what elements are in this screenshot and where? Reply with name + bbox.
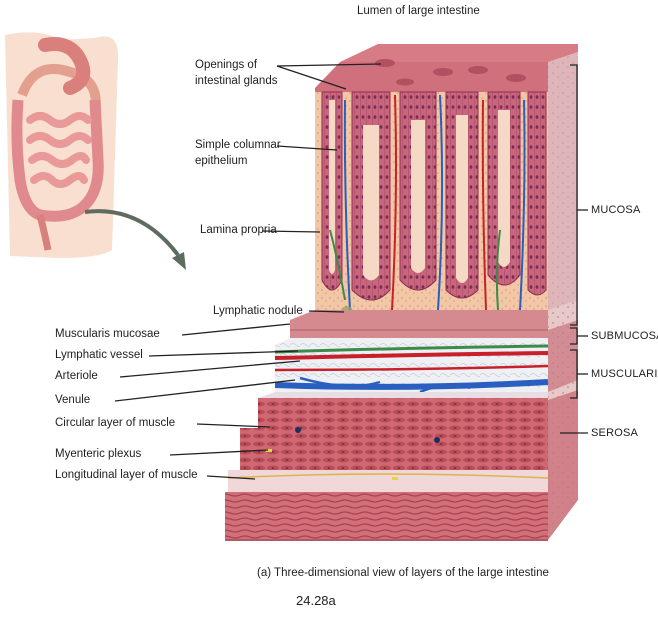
body-inset (5, 32, 119, 258)
figure-caption: (a) Three-dimensional view of layers of … (257, 567, 549, 579)
label-lymphatic-nodule: Lymphatic nodule (213, 305, 303, 317)
muscularis-mucosae (290, 310, 548, 338)
label-circular-muscle: Circular layer of muscle (55, 417, 176, 429)
label-openings-line2: intestinal glands (195, 75, 278, 87)
layer-brackets (560, 64, 588, 434)
submucosa-layer (274, 338, 549, 394)
label-submucosa: SUBMUCOSA (591, 330, 658, 342)
block-side-face (548, 52, 578, 540)
label-serosa: SEROSA (591, 427, 639, 439)
label-muscularis: MUSCULARIS (591, 368, 658, 380)
label-myenteric-plexus: Myenteric plexus (55, 448, 142, 460)
label-lymphatic-vessel: Lymphatic vessel (55, 349, 143, 361)
curved-arrow-icon (84, 209, 186, 270)
label-lumen: Lumen of large intestine (357, 5, 480, 17)
label-arteriole: Arteriole (55, 370, 98, 382)
figure-number: 24.28a (296, 593, 336, 608)
mucosa-layer (315, 91, 548, 328)
lumen-surface (315, 44, 578, 95)
label-simple-columnar-line1: Simple columnar (195, 139, 281, 151)
label-simple-columnar-line2: epithelium (195, 155, 248, 167)
circular-muscle-layer (240, 392, 548, 470)
label-lamina-propria: Lamina propria (200, 224, 277, 236)
longitudinal-muscle-layer (225, 449, 549, 540)
label-openings-line1: Openings of (195, 59, 258, 71)
label-muscularis-mucosae: Muscularis mucosae (55, 328, 160, 340)
label-longitudinal-muscle: Longitudinal layer of muscle (55, 469, 198, 481)
leader-lines (114, 63, 382, 480)
label-venule: Venule (55, 394, 91, 406)
label-mucosa: MUCOSA (591, 204, 641, 216)
